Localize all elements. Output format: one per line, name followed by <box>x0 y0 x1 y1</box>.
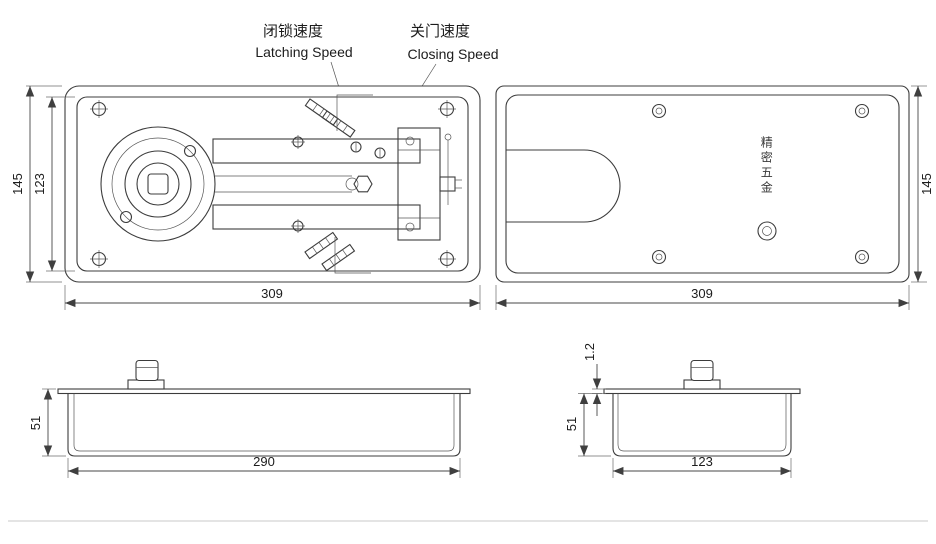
base-plate-inner-outline <box>76 96 469 272</box>
latching-speed-valve <box>350 141 362 153</box>
end-spindle <box>683 359 721 390</box>
closing-speed-valve <box>374 147 386 159</box>
dim-outer-height-left: 145 <box>10 85 62 283</box>
end-view <box>603 359 801 457</box>
mount-hole <box>291 219 305 233</box>
dim-label-width-left: 309 <box>261 286 283 301</box>
dim-label-width-right: 309 <box>691 286 713 301</box>
dim-depth-right: 51 <box>564 393 611 457</box>
end-body-inner <box>617 393 787 452</box>
plan-view-cover <box>495 85 910 283</box>
closing-speed-label-en: Closing Speed <box>407 46 498 62</box>
dim-lip-thickness: 1.2 <box>582 343 606 416</box>
base-plate-outline <box>64 85 481 283</box>
side-lip <box>57 388 471 395</box>
dim-width-right: 309 <box>495 285 910 310</box>
body-bottom-rail <box>212 204 421 230</box>
side-body <box>67 393 461 457</box>
top-bracket <box>336 94 373 131</box>
dim-width-left: 309 <box>64 285 481 310</box>
end-body <box>612 393 792 457</box>
dim-label-height-right: 145 <box>919 173 934 195</box>
cover-screw-hole <box>651 103 667 119</box>
mount-hole <box>291 135 305 149</box>
bottom-bracket <box>334 237 371 274</box>
spindle-cam-assembly <box>100 126 216 242</box>
piston-rod <box>215 175 359 193</box>
anchor-bolt <box>321 243 356 272</box>
dim-height-right: 145 <box>911 85 934 283</box>
callout-closing-speed: 关门速度 Closing Speed <box>382 23 499 149</box>
side-view <box>57 359 471 457</box>
mount-hole <box>438 100 456 118</box>
callout-latching-speed: 闭锁速度 Latching Speed <box>255 23 357 143</box>
side-adjuster-screw <box>439 133 462 205</box>
brand-logo-text: 精密五金 <box>759 136 774 196</box>
latching-speed-label-en: Latching Speed <box>255 44 352 60</box>
dim-label-inner-height: 123 <box>32 173 47 195</box>
plan-view-mechanism <box>64 85 481 283</box>
dim-label-depth-left: 51 <box>28 416 43 430</box>
anchor-bolt <box>304 231 339 260</box>
logo-mark-icon <box>757 221 777 241</box>
cover-plate-outline <box>495 85 910 283</box>
side-body-inner <box>73 393 455 452</box>
body-top-rail <box>212 138 421 164</box>
mount-hole <box>438 250 456 268</box>
dim-depth-left: 51 <box>28 388 66 457</box>
dim-width-end: 123 <box>612 454 792 478</box>
closing-speed-label-zh: 关门速度 <box>410 23 470 40</box>
cover-screw-hole <box>854 249 870 265</box>
mount-hole <box>90 100 108 118</box>
anchor-bolt <box>304 98 339 126</box>
dim-label-width-end: 123 <box>691 454 713 469</box>
end-lip <box>603 388 801 395</box>
cover-screw-hole <box>854 103 870 119</box>
cover-screw-hole <box>651 249 667 265</box>
dim-label-width-side: 290 <box>253 454 275 469</box>
dim-label-depth-right: 51 <box>564 417 579 431</box>
spindle-slot <box>506 149 621 223</box>
mount-hole <box>90 250 108 268</box>
latching-speed-label-zh: 闭锁速度 <box>263 23 323 40</box>
hex-nut <box>353 175 373 193</box>
cover-plate-inner-outline <box>505 94 900 274</box>
dim-inner-height-left: 123 <box>32 96 75 272</box>
dim-label-outer-height: 145 <box>10 173 25 195</box>
dim-label-lip: 1.2 <box>582 343 597 361</box>
dim-width-side: 290 <box>67 454 461 478</box>
side-spindle <box>127 359 165 390</box>
